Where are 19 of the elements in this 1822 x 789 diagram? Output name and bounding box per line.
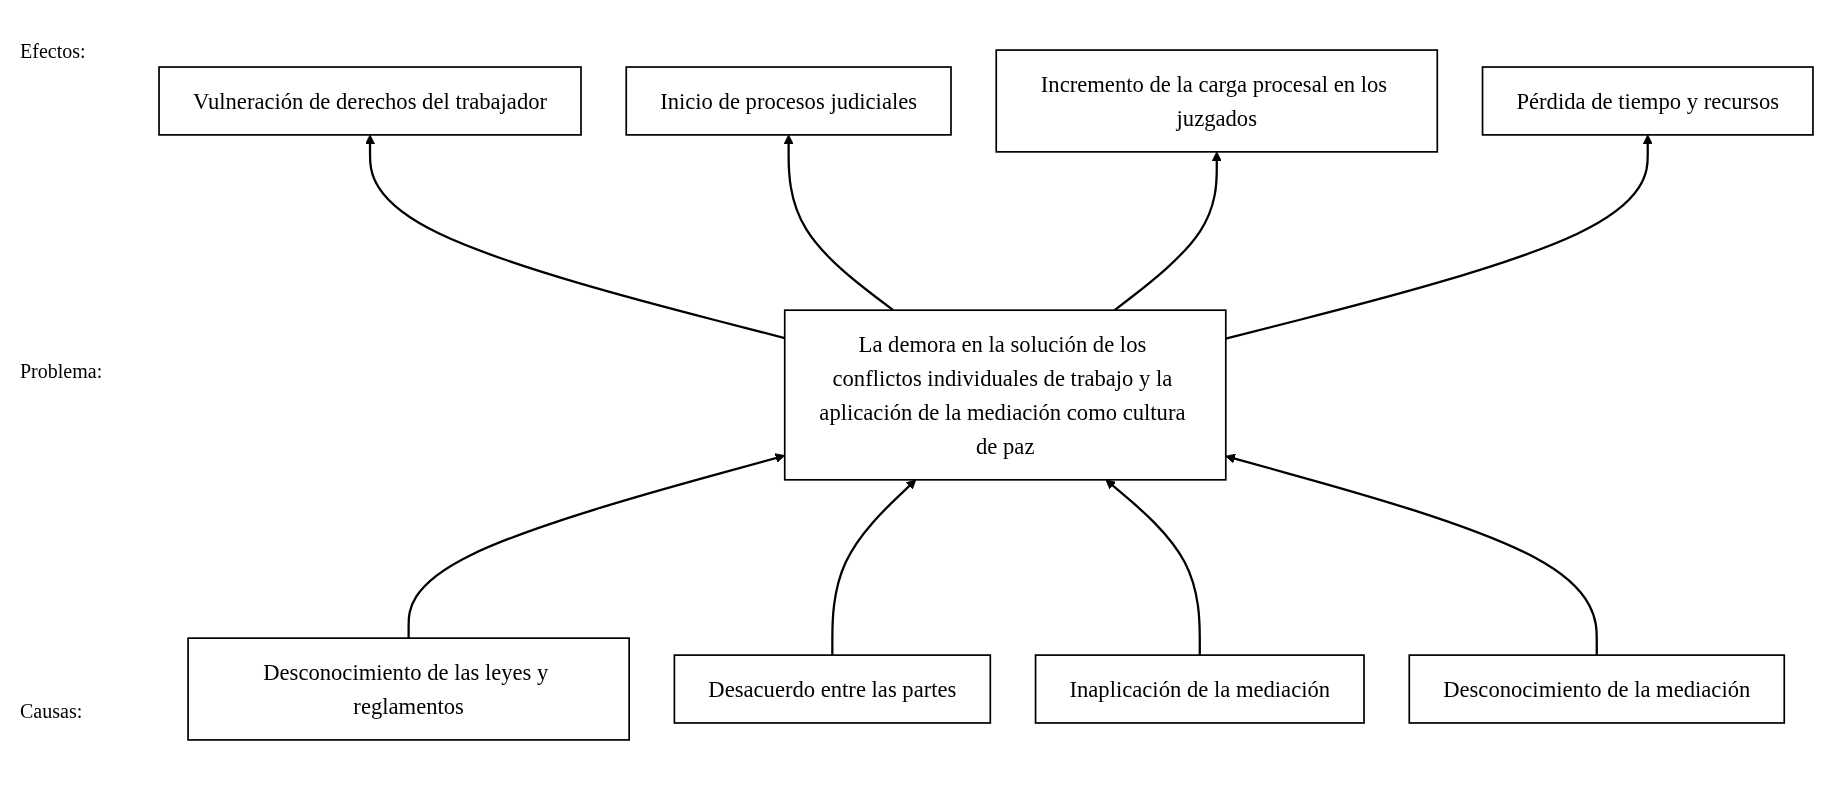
node-box: Incremento de la carga procesal en los juzgados — [995, 48, 1439, 153]
arrow — [1225, 453, 1598, 655]
row-label: Problema: — [20, 360, 103, 383]
node-box: Inaplicación de la mediación — [1034, 653, 1365, 724]
row-label: Causas: — [20, 700, 83, 723]
node-box: Pérdida de tiempo y recursos — [1481, 65, 1814, 136]
node-box: Vulneración de derechos del trabajador — [158, 65, 582, 136]
node-box: Desconocimiento de las leyes y reglamentos — [187, 636, 630, 741]
node-box: Desconocimiento de la mediación — [1408, 653, 1786, 724]
arrow — [783, 133, 894, 311]
arrow — [1105, 478, 1201, 655]
arrow — [1113, 150, 1222, 311]
row-label: Efectos: — [20, 40, 86, 63]
node-box: Desacuerdo entre las partes — [673, 653, 992, 724]
arrow — [831, 478, 917, 655]
node-box: La demora en la solución de los conflictos individuales de trabajo y la aplicación de la mediación como cultura de paz — [783, 308, 1227, 481]
node-box: Inicio de procesos judiciales — [625, 65, 952, 136]
arrow — [365, 133, 785, 339]
arrow — [1225, 133, 1653, 340]
